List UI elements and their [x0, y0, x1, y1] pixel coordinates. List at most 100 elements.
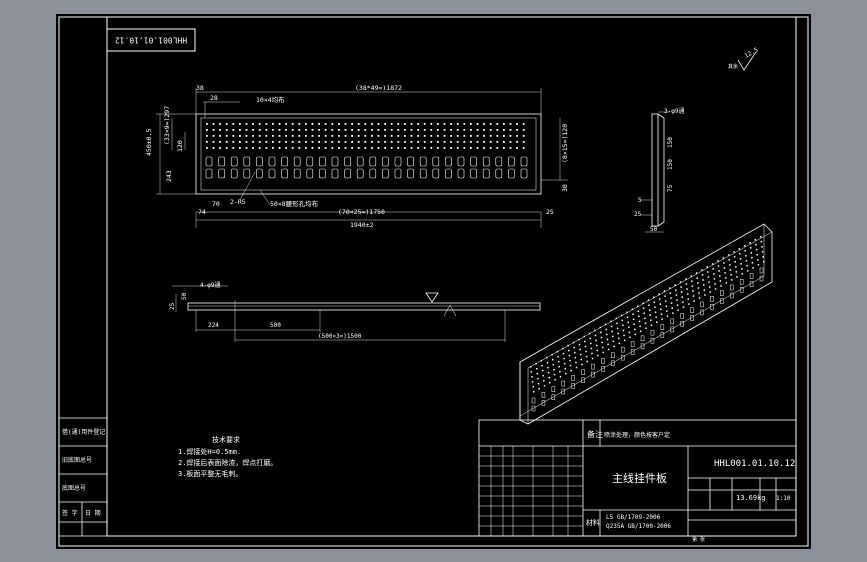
slot [268, 156, 276, 167]
slot [205, 168, 213, 179]
hole [212, 141, 215, 143]
iso-hole [740, 263, 742, 265]
iso-hole [551, 353, 553, 356]
hole [338, 147, 340, 149]
iso-hole [532, 386, 534, 388]
hole [258, 141, 261, 143]
hole [423, 129, 426, 131]
slot [394, 168, 402, 179]
hole [344, 141, 347, 143]
iso-hole [729, 264, 731, 266]
hole [384, 147, 386, 149]
hole [311, 129, 314, 131]
iso-hole [761, 246, 763, 248]
hole [417, 141, 419, 143]
hole [265, 141, 268, 143]
hole [364, 135, 367, 137]
iso-hole [743, 245, 746, 247]
iso-hole [541, 364, 543, 367]
dim-hole-spec: 10×4均布 [256, 95, 285, 104]
iso-hole [583, 335, 585, 338]
tech-notes: 技术要求 1.焊接处H=0.5mm. 2.焊接后表面除渣，焊点打磨。 3.板面平… [178, 435, 277, 478]
hole [437, 141, 439, 143]
hole [476, 123, 479, 125]
iso-hole [698, 292, 700, 294]
hole [371, 135, 373, 137]
iso-slot [531, 397, 536, 404]
material-line1: L5 GB/1709-2006 [606, 514, 661, 521]
hole [437, 123, 439, 125]
iso-hole [626, 311, 628, 314]
hole [509, 123, 512, 125]
hole [225, 141, 228, 143]
iso-slot [759, 275, 764, 282]
hole [476, 141, 479, 143]
slot [482, 168, 490, 179]
material-line2: Q235A GB/1700-2006 [606, 523, 671, 530]
hole [338, 141, 340, 143]
iso-hole [617, 337, 620, 340]
iso-slot [561, 380, 565, 387]
hole [305, 141, 307, 143]
iso-slot [591, 363, 595, 370]
tech-note-1: 1.焊接处H=0.5mm. [178, 447, 241, 456]
iso-hole [535, 367, 538, 370]
hole [371, 129, 373, 131]
hole [483, 123, 485, 125]
slot [268, 168, 276, 179]
iso-hole [618, 342, 621, 345]
slot [470, 168, 477, 179]
side-150b: 150 [667, 159, 674, 170]
iso-hole [607, 348, 610, 351]
iso-hole [573, 346, 575, 349]
hole [298, 123, 301, 125]
hole [410, 147, 413, 149]
iso-hole [659, 303, 662, 305]
iso-hole [648, 304, 650, 306]
iso-hole [628, 326, 630, 329]
hole [417, 135, 419, 137]
hole [245, 123, 248, 125]
hole [522, 147, 525, 149]
hole [258, 135, 261, 137]
iso-hole [653, 301, 656, 303]
iso-hole [741, 268, 743, 270]
iso-hole [706, 266, 709, 268]
iso-hole [717, 265, 720, 267]
iso-slot [700, 309, 704, 316]
iso-hole [613, 345, 615, 348]
hole [364, 129, 367, 131]
iso-hole [556, 350, 559, 353]
front-500: 500 [270, 322, 281, 329]
slot [331, 168, 339, 179]
iso-slot [680, 312, 684, 319]
iso-hole [702, 279, 704, 281]
hole [357, 123, 360, 125]
scale: 1:10 [776, 495, 791, 502]
iso-slot [531, 405, 536, 412]
hole [272, 129, 274, 131]
reg-label-5: 日 期 [85, 509, 101, 517]
hole [456, 141, 459, 143]
iso-hole [708, 281, 710, 283]
hole [265, 129, 268, 131]
iso-hole [586, 360, 588, 363]
hole [417, 123, 419, 125]
iso-hole [712, 268, 714, 270]
iso-hole [717, 260, 719, 262]
slot [369, 156, 377, 167]
iso-slot [739, 287, 744, 293]
iso-hole [537, 382, 540, 385]
hole [404, 123, 406, 125]
iso-hole [650, 319, 652, 321]
iso-slot [601, 358, 605, 364]
iso-hole [601, 346, 604, 349]
iso-hole [675, 294, 678, 296]
iso-hole [733, 256, 736, 258]
iso-hole [676, 304, 679, 306]
iso-slot [720, 290, 724, 296]
iso-hole [543, 384, 546, 387]
side-75: 75 [667, 184, 674, 192]
main-plate-inner [200, 117, 537, 191]
hole [397, 123, 400, 125]
